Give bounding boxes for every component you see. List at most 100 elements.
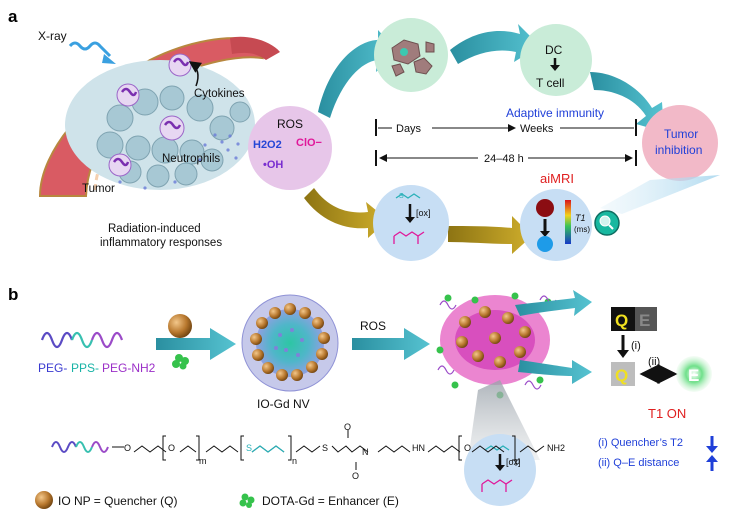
hours-label: 24–48 h [484, 153, 524, 165]
release-arrow-1 [515, 290, 592, 316]
pps-highlight [251, 445, 285, 453]
chem-o-2: O [168, 443, 175, 453]
dota-gd-icon [172, 354, 189, 370]
chem-nh2: NH2 [547, 443, 565, 453]
xray-arrowhead-icon [102, 54, 116, 64]
s-atom-top: S [399, 193, 404, 200]
oxidation-circle [373, 185, 449, 261]
t1-bar-label: T1 [575, 213, 586, 223]
ms-label: (ms) [574, 225, 590, 234]
days-label: Days [396, 123, 422, 135]
adaptive-immunity-label: Adaptive immunity [506, 106, 604, 120]
pps-label: PPS- [71, 361, 99, 375]
gold-arrow-2 [448, 216, 532, 254]
tumor-inhibition-circle [642, 105, 718, 181]
legend-io-label: IO NP = Quencher (Q) [58, 494, 178, 508]
q-box-light [611, 362, 635, 386]
teal-arrow-3 [590, 72, 664, 132]
magnifier-lens [599, 215, 611, 227]
xray-label: X-ray [38, 29, 67, 43]
down-arrowhead-icon [706, 446, 718, 453]
ros-title: ROS [277, 117, 303, 131]
tumor-inhibition-line-2: inhibition [655, 143, 702, 157]
tumor-label: Tumor [82, 183, 115, 195]
t1-colorbar [565, 200, 571, 244]
t1-on-label: T1 ON [648, 406, 686, 421]
ros-label-b: ROS [360, 319, 386, 333]
sulfone-structure-icon-b [481, 479, 513, 492]
chem-o-5: O [464, 443, 471, 453]
detection-cone [600, 175, 720, 214]
chem-n-atom: N [362, 447, 369, 457]
ros-oh: •OH [263, 159, 283, 171]
note-qe-distance: (ii) Q–E distance [598, 457, 679, 469]
mri-dark-spot [536, 199, 554, 217]
oxidation-arrowhead-b [495, 465, 505, 471]
chem-hn: HN [412, 443, 425, 453]
e-letter-glow: E [688, 366, 699, 385]
dying-cells-icon [391, 39, 435, 77]
ros-clo: ClO− [296, 137, 322, 149]
caption-line-1: Radiation-induced [108, 223, 201, 235]
q-letter-dark: Q [615, 311, 628, 330]
step-ii-label: (ii) [648, 356, 660, 368]
chem-o-1: O [124, 443, 131, 453]
note-quencher-t2: (i) Quencher’s T2 [598, 437, 683, 449]
chem-p: p [515, 456, 520, 466]
dc-to-t-arrowhead [550, 65, 560, 71]
panel-a-letter: a [8, 7, 18, 26]
magnifier-handle [608, 224, 614, 230]
t-cell-label: T cell [536, 76, 564, 90]
xray-beam-icon [68, 41, 112, 58]
thioether-structure-icon [395, 193, 421, 199]
polymer-coil-icon-small [51, 441, 109, 453]
neutrophil-icon [108, 53, 192, 177]
polymer-coil-icon [40, 331, 124, 349]
e-glow [676, 356, 712, 392]
thioether-structure-icon-b [484, 445, 510, 451]
e-box-dark [635, 307, 657, 331]
panel-b-letter: b [8, 285, 18, 304]
oxidation-arrowhead [405, 217, 415, 223]
legend-gd-icon [239, 493, 255, 508]
chem-s-2: S [322, 443, 328, 453]
e-letter-dark: E [639, 311, 650, 330]
mri-bright-spot [537, 236, 553, 252]
caption-line-2: inflammatory responses [100, 237, 222, 249]
ros-arrow-b [352, 328, 430, 360]
teal-arrow-2 [450, 24, 540, 64]
chem-n: n [292, 456, 297, 466]
peg-nh2-label: PEG-NH2 [102, 361, 156, 375]
ros-circle [248, 106, 332, 190]
up-arrowhead-icon [706, 455, 718, 462]
legend-io-icon [35, 491, 53, 509]
release-arrow-2 [518, 360, 592, 384]
chem-o-3: O [344, 422, 351, 432]
io-gd-nanovesicle [241, 294, 339, 392]
chem-m: m [199, 456, 207, 466]
ox-label-b: [ox] [506, 457, 521, 467]
cytokines-label: Cytokines [194, 88, 245, 100]
dc-label: DC [545, 43, 563, 57]
aimri-label: aiMRI [540, 171, 574, 186]
chem-o-4: O [352, 471, 359, 481]
chemical-structure [133, 430, 545, 470]
sulfone-structure-icon [393, 231, 425, 244]
weeks-label: Weeks [520, 123, 554, 135]
q-letter-light: Q [615, 366, 628, 385]
q-box-dark [611, 307, 635, 331]
tumor-inhibition-line-1: Tumor [664, 127, 698, 141]
neutrophils-label: Neutrophils [162, 153, 220, 165]
step-i-label: (i) [631, 340, 641, 352]
peg-label-1: PEG- [38, 361, 67, 375]
gold-arrow-1 [304, 188, 388, 238]
nv-label: IO-Gd NV [257, 397, 310, 411]
chem-s-1: S [246, 443, 252, 453]
ox-label: [ox] [416, 208, 431, 218]
ros-h2o2: H2O2 [253, 139, 282, 151]
mri-arrowhead [540, 231, 550, 237]
legend-gd-label: DOTA-Gd = Enhancer (E) [262, 494, 399, 508]
io-np-icon [168, 314, 192, 338]
separation-arrowhead [617, 350, 629, 358]
